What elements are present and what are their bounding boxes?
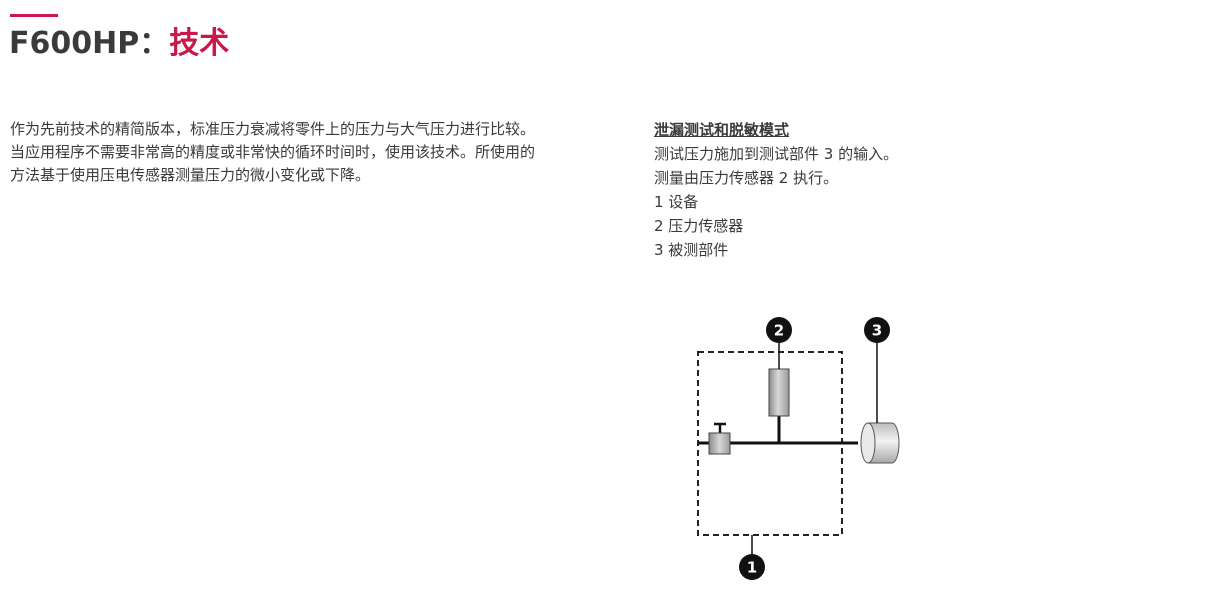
badge-part: 3: [864, 317, 890, 343]
mode-line: 测量由压力传感器 2 执行。: [654, 169, 839, 187]
legend-item-part: 3 被测部件: [654, 241, 729, 259]
page-title-prefix: F600HP：: [9, 26, 170, 61]
legend-item-sensor: 2 压力传感器: [654, 217, 744, 235]
page-title: F600HP：技术: [9, 22, 229, 66]
mode-heading: 泄漏测试和脱敏模式: [654, 121, 790, 139]
mode-line: 测试压力施加到测试部件 3 的输入。: [654, 145, 899, 163]
intro-line: 作为先前技术的精简版本，标准压力衰减将零件上的压力与大气压力进行比较。: [10, 120, 536, 138]
badge-equipment: 1: [739, 554, 765, 580]
badge-sensor: 2: [766, 317, 792, 343]
page-title-highlight: 技术: [169, 26, 230, 61]
legend-item-equipment: 1 设备: [654, 193, 699, 211]
badge-equipment-number: 1: [747, 559, 757, 577]
pressure-sensor-icon: [768, 368, 790, 417]
badge-part-number: 3: [872, 322, 882, 340]
title-accent-bar: [10, 14, 58, 17]
intro-paragraph: 作为先前技术的精简版本，标准压力衰减将零件上的压力与大气压力进行比较。 当应用程…: [10, 118, 620, 187]
mode-description: 泄漏测试和脱敏模式 测试压力施加到测试部件 3 的输入。 测量由压力传感器 2 …: [654, 118, 1174, 262]
leak-test-diagram: 2 3 1: [697, 317, 900, 580]
badge-sensor-number: 2: [774, 322, 784, 340]
tested-part-icon: [860, 422, 900, 464]
intro-line: 当应用程序不需要非常高的精度或非常快的循环时间时，使用该技术。所使用的: [10, 143, 536, 161]
intro-line: 方法基于使用压电传感器测量压力的微小变化或下降。: [10, 166, 371, 184]
valve-icon: [708, 422, 731, 455]
